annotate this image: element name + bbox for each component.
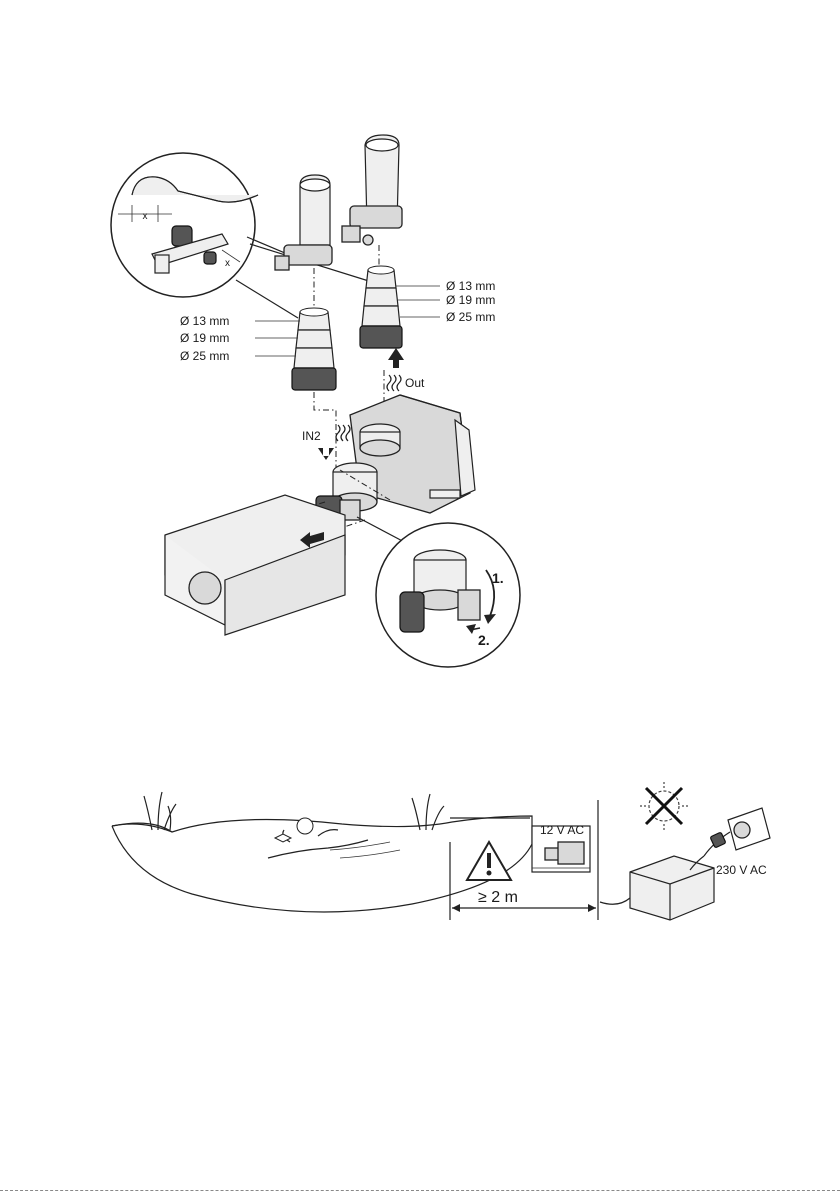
left-diameter-25: Ø 25 mm — [180, 349, 229, 363]
left-hose — [275, 175, 332, 270]
rotation-detail-magnifier: 1. 2. — [376, 523, 520, 667]
page-bottom-rule — [0, 1190, 840, 1191]
right-hose — [342, 135, 402, 245]
transformer — [600, 856, 714, 920]
left-hose-adapter — [292, 308, 336, 390]
right-diameter-13: Ø 13 mm — [446, 279, 495, 293]
inlet-label: IN2 — [302, 429, 321, 443]
right-hose-adapter — [360, 266, 402, 348]
installation-figure: 12 V AC ≥ 2 m — [112, 782, 770, 920]
hose-detail-magnifier: x x — [111, 153, 258, 297]
pond — [112, 792, 532, 912]
dimension-x-side: x — [225, 258, 230, 269]
voltage-pump: 12 V AC — [540, 823, 584, 837]
right-diameter-19: Ø 19 mm — [446, 293, 495, 307]
right-diameter-25: Ø 25 mm — [446, 310, 495, 324]
pump-body — [316, 395, 475, 530]
left-diameter-19: Ø 19 mm — [180, 331, 229, 345]
pump-assembly-figure: x x — [111, 135, 520, 667]
rotation-step-2: 2. — [478, 632, 490, 648]
arrow-down-icon — [318, 448, 334, 460]
pump-installation-pit: 12 V AC — [532, 823, 590, 872]
voltage-mains: 230 V AC — [716, 863, 767, 877]
inlet-flow-indicator: IN2 — [302, 392, 350, 470]
min-distance-label: ≥ 2 m — [478, 889, 518, 906]
arrow-up-icon — [388, 348, 404, 368]
rotation-step-1: 1. — [492, 570, 504, 586]
filter-basket — [165, 495, 345, 635]
wave-flow-icon — [387, 375, 391, 391]
dimension-x-top: x — [143, 211, 148, 222]
outlet-label: Out — [405, 376, 425, 390]
no-sun-icon — [640, 782, 688, 830]
left-diameter-13: Ø 13 mm — [180, 314, 229, 328]
